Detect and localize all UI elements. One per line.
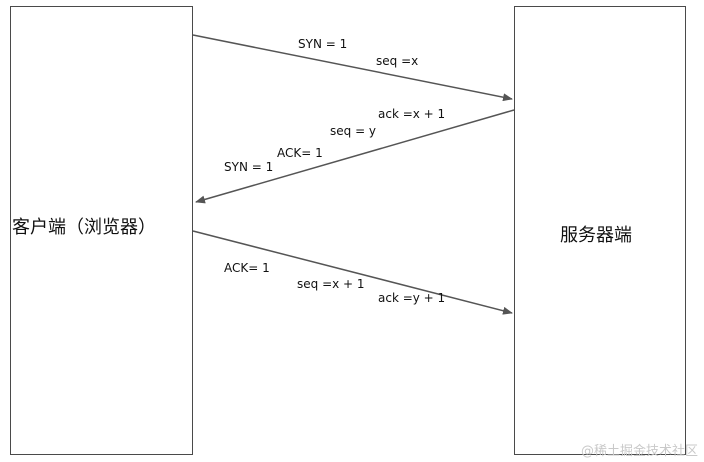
step2-ack-value-label: ack =x + 1 (378, 107, 446, 121)
arrow-ack (192, 230, 513, 315)
step1-seq-label: seq =x (376, 54, 419, 68)
watermark: @稀土掘金技术社区 (580, 444, 698, 459)
step1-syn-label: SYN = 1 (298, 37, 348, 51)
arrow-syn (192, 34, 513, 102)
server-box (514, 6, 686, 455)
arrow-syn-ack (195, 109, 515, 204)
step3-ack-flag-label: ACK= 1 (224, 261, 270, 275)
server-label: 服务器端 (560, 225, 632, 246)
client-box (10, 6, 193, 455)
step2-syn-label: SYN = 1 (224, 160, 274, 174)
step2-seq-label: seq = y (330, 124, 377, 138)
step3-ack-value-label: ack =y + 1 (378, 291, 446, 305)
step3-seq-label: seq =x + 1 (297, 277, 365, 291)
client-label: 客户端（浏览器） (12, 217, 156, 238)
step2-ack-flag-label: ACK= 1 (277, 146, 323, 160)
